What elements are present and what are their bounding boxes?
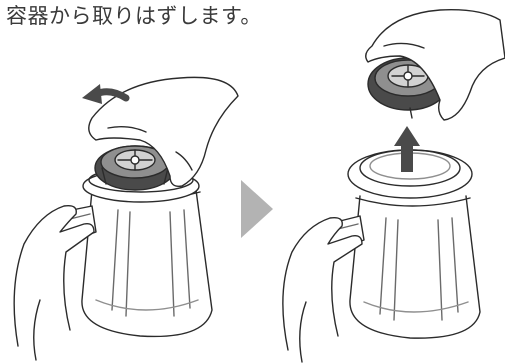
step1-illustration (14, 77, 238, 360)
triangle-right-icon (241, 180, 273, 238)
step2-illustration (283, 10, 505, 362)
step1-pitcher (82, 190, 212, 336)
step1-bottom-hand (14, 206, 94, 346)
step2-pitcher (350, 196, 480, 338)
step2-bottom-hand (283, 218, 362, 350)
